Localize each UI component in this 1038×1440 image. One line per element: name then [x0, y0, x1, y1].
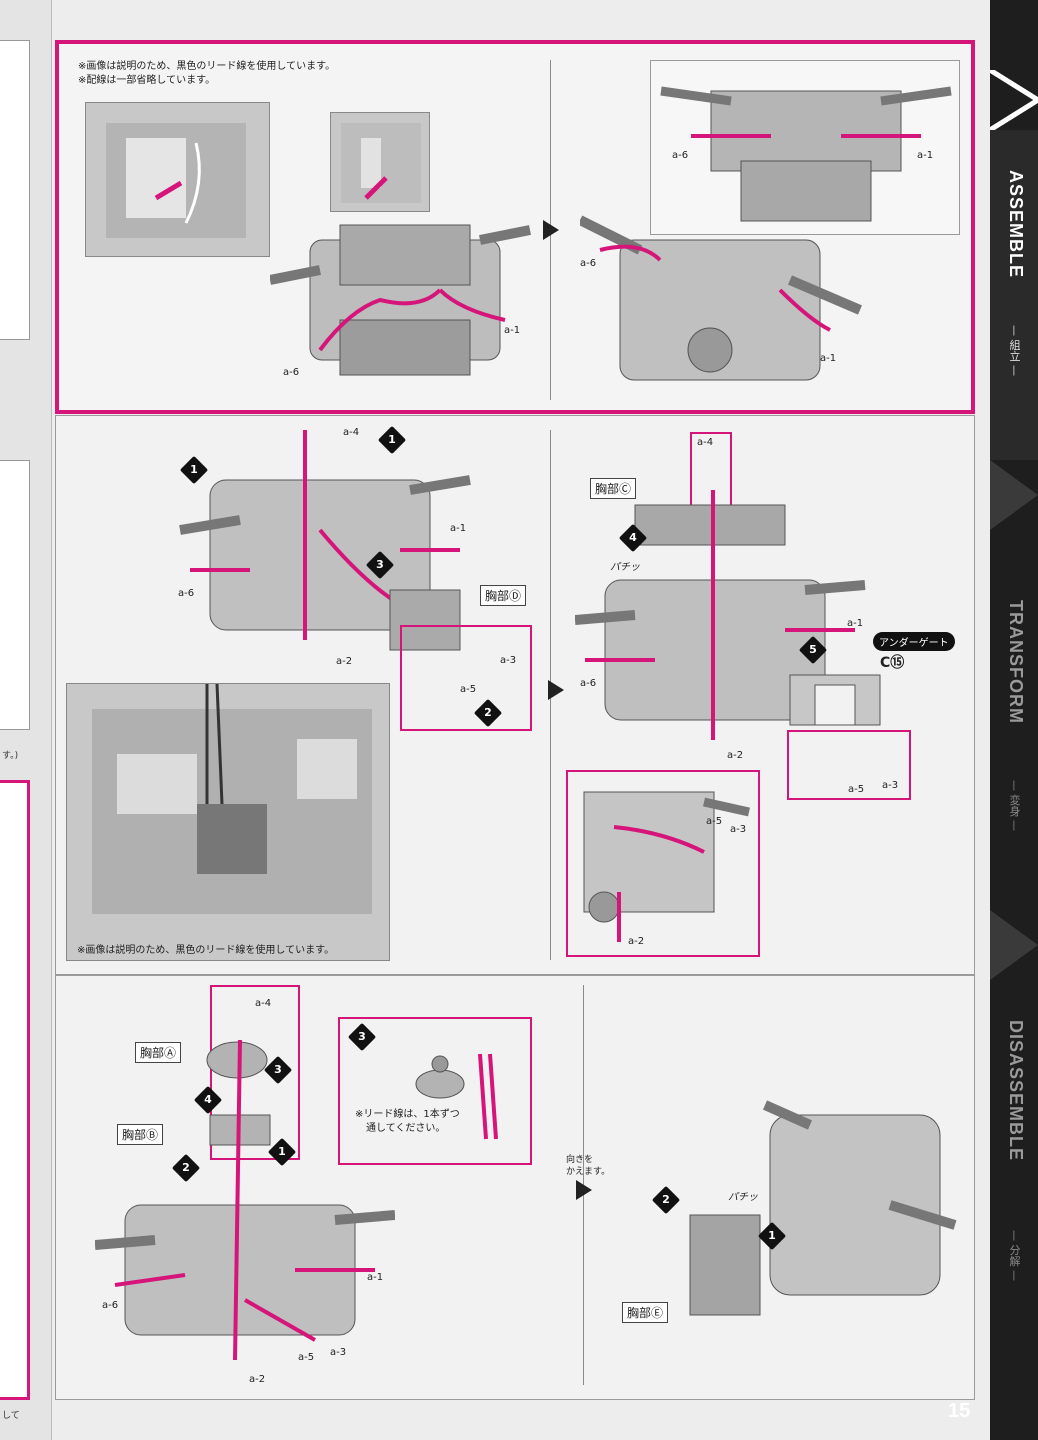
snap-label: パチッ: [610, 562, 640, 573]
chest-wiring-illustration: [179, 430, 471, 651]
lead-label: a-2: [628, 936, 645, 947]
part-tag-chest-e: 胸部Ⓔ: [622, 1302, 669, 1323]
step-marker: 2: [473, 698, 503, 728]
lead-label: a-1: [917, 150, 934, 161]
gate-code: C⑮: [880, 655, 905, 671]
section-subtitle: — 変身 —: [1008, 780, 1021, 831]
step-marker: 1: [377, 425, 407, 455]
detail-highlight-box: [400, 625, 532, 731]
lead-label: a-5: [848, 784, 865, 795]
part-tag-chest-c: 胸部Ⓒ: [590, 478, 637, 499]
lead-label: a-5: [706, 816, 723, 827]
lead-label: a-1: [450, 523, 467, 534]
wiring-omitted-note: ※配線は一部省略しています。: [78, 75, 216, 86]
step-marker: 1: [179, 455, 209, 485]
section-subtitle: — 分解 —: [1008, 1230, 1021, 1281]
section-sidebar: ASSEMBLE — 組立 — TRANSFORM — 変身 — DISASSE…: [990, 0, 1038, 1440]
gate-tag: アンダーゲート: [873, 632, 955, 651]
edge-box: [0, 40, 30, 340]
step-marker: 3: [347, 1022, 377, 1052]
lead-label: a-2: [336, 656, 353, 667]
lead-label: a-1: [367, 1272, 384, 1283]
photo-inset-right: [330, 112, 430, 212]
previous-page-edge: す。) して: [0, 0, 52, 1440]
section-subtitle: — 組立 —: [1008, 325, 1021, 376]
next-step-arrow: [548, 680, 564, 700]
lead-label: a-2: [249, 1374, 266, 1385]
detail-highlight-box: [787, 730, 911, 800]
lead-label: a-1: [820, 353, 837, 364]
edge-text: して: [2, 1411, 20, 1421]
edge-text: す。): [2, 751, 19, 761]
edge-box: [0, 460, 30, 730]
next-step-arrow: [576, 1180, 592, 1200]
lead-label: a-4: [343, 427, 360, 438]
part-tag-chest-d: 胸部Ⓓ: [480, 585, 527, 606]
detail-inset: [650, 60, 960, 235]
snap-label: パチッ: [728, 1192, 758, 1203]
lead-label: a-5: [460, 684, 477, 695]
lead-label: a-5: [298, 1352, 315, 1363]
lead-label: a-1: [847, 618, 864, 629]
step-marker: 4: [618, 523, 648, 553]
lead-label: a-4: [255, 998, 272, 1009]
lead-label: a-6: [283, 367, 300, 378]
chest-assembly-illustration: [95, 1040, 395, 1361]
part-tag-chest-a: 胸部Ⓐ: [135, 1042, 182, 1063]
one-by-one-note: ※リード線は、1本ずつ: [355, 1109, 460, 1120]
step-marker: 2: [651, 1185, 681, 1215]
lead-label: a-3: [730, 824, 747, 835]
lead-label: a-3: [330, 1347, 347, 1358]
step-marker: 3: [365, 550, 395, 580]
lead-label: a-6: [672, 150, 689, 161]
sidebar-section-disassemble[interactable]: DISASSEMBLE — 分解 —: [990, 1000, 1038, 1330]
next-step-arrow: [543, 220, 559, 240]
photo-chest-wiring: ※画像は説明のため、黒色のリード線を使用しています。: [66, 683, 390, 961]
sidebar-section-transform[interactable]: TRANSFORM — 変身 —: [990, 560, 1038, 900]
detail-highlight-box: [566, 770, 760, 957]
lead-label: a-6: [580, 258, 597, 269]
head-wiring-illustration: [270, 224, 531, 376]
lead-label: a-6: [178, 588, 195, 599]
chest-disassembly-illustration: [689, 1100, 957, 1316]
edge-highlight-box: [0, 780, 30, 1400]
chest-cover-illustration: [575, 490, 866, 740]
lead-label: a-2: [727, 750, 744, 761]
lead-label: a-6: [580, 678, 597, 689]
detail-tip-box: [338, 1017, 532, 1165]
lead-label: a-3: [500, 655, 517, 666]
orientation-note: かえます。: [566, 1167, 611, 1177]
detail-highlight-box: [210, 985, 300, 1160]
sidebar-section-assemble[interactable]: ASSEMBLE — 組立 —: [990, 130, 1038, 460]
lead-label: a-3: [882, 780, 899, 791]
one-by-one-note: 通してください。: [366, 1123, 446, 1134]
section-title: DISASSEMBLE: [1006, 1020, 1026, 1162]
black-lead-note: ※画像は説明のため、黒色のリード線を使用しています。: [77, 945, 335, 956]
orientation-note: 向きを: [566, 1155, 594, 1165]
part-tag-chest-b: 胸部Ⓑ: [117, 1124, 164, 1145]
section-title: TRANSFORM: [1006, 600, 1026, 724]
lead-label: a-1: [504, 325, 521, 336]
step-marker: 1: [757, 1221, 787, 1251]
page-number: 15: [948, 1400, 971, 1422]
head-wiring-result-illustration: [580, 215, 862, 381]
lead-label: a-4: [697, 437, 714, 448]
section-title: ASSEMBLE: [1006, 170, 1026, 279]
under-gate-part: [789, 674, 881, 726]
black-lead-note: ※画像は説明のため、黒色のリード線を使用しています。: [78, 61, 336, 72]
lead-label: a-6: [102, 1300, 119, 1311]
step-marker: 5: [798, 635, 828, 665]
photo-inset-left: [85, 102, 270, 257]
